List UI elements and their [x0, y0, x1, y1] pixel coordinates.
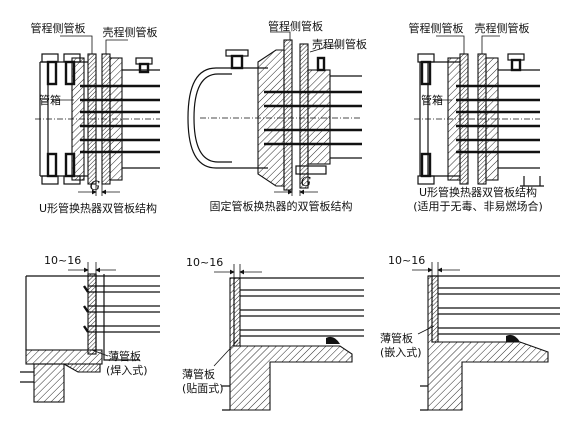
fig2-left-sheet-label: 管程侧管板 [268, 19, 323, 33]
fig2-caption: 固定管板换热器的双管板结构 [210, 199, 353, 213]
fig1-channel-label: 管箱 [39, 93, 61, 107]
fig2-gap-symbol: G [301, 175, 311, 190]
detail1-label-line1: 薄管板 [108, 349, 141, 363]
fig3-caption-line1: U形管换热器双管板结构 [419, 185, 537, 199]
detail3-label-line2: (嵌入式) [380, 346, 422, 359]
fig1-left-sheet-label: 管程侧管板 [31, 21, 86, 35]
figure-3-u-tube-exchanger-nontoxic: 管程侧管板 壳程侧管板 管箱 U形管换热器双管板结构 (适用于无毒、非易燃场合) [409, 21, 544, 213]
detail2-label-line1: 薄管板 [182, 367, 215, 381]
detail-2-surface-mounted: 10~16 薄管板 (贴面式) [182, 256, 364, 411]
fig3-left-sheet-label: 管程侧管板 [409, 21, 464, 35]
figure-2-fixed-tubesheet-exchanger: 管程侧管板 壳程侧管板 G 固定管板换热器的双管板结构 [187, 19, 367, 213]
detail1-label-line2: (焊入式) [106, 363, 148, 377]
detail1-dimension: 10~16 [44, 254, 81, 267]
fig3-channel-label: 管箱 [421, 93, 443, 107]
detail-1-welded-in: 10~16 薄管板 (焊入式) [20, 254, 160, 403]
detail-3-embedded: 10~16 薄管板 (嵌入式) [380, 254, 560, 411]
fig1-right-sheet-label: 壳程侧管板 [103, 25, 158, 39]
fig1-caption: U形管换热器双管板结构 [39, 201, 157, 215]
fig1-gap-symbol: G [90, 179, 100, 194]
detail2-label-line2: (贴面式) [182, 381, 224, 395]
fig3-right-sheet-label: 壳程侧管板 [475, 21, 530, 35]
detail2-dimension: 10~16 [186, 256, 223, 269]
fig3-caption-line2: (适用于无毒、非易燃场合) [413, 199, 543, 213]
detail3-label-line1: 薄管板 [380, 331, 413, 345]
detail3-dimension: 10~16 [388, 254, 425, 267]
fig2-right-sheet-label: 壳程侧管板 [312, 37, 367, 51]
figure-1-u-tube-exchanger: 管程侧管板 壳程侧管板 管箱 G U形管换热器双管板结构 [31, 21, 160, 215]
